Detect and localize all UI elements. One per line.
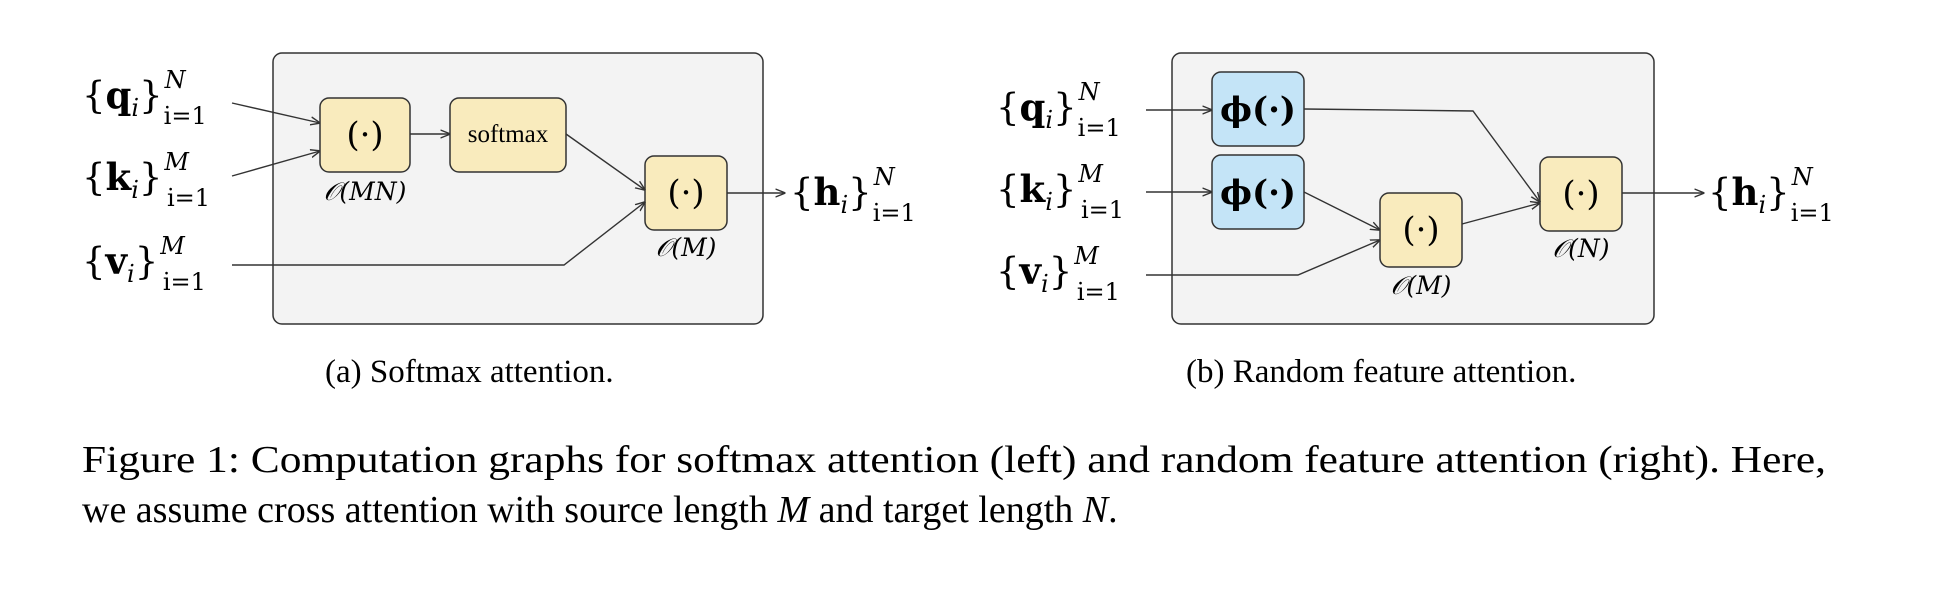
softmax-node-label: softmax: [468, 121, 549, 148]
edge-phiq-to-dotq: [1303, 108, 1540, 202]
complexity-m-label: 𝒪(M): [656, 233, 717, 262]
caption-a: (a) Softmax attention.: [325, 354, 614, 390]
figure-caption: Figure 1: Computation graphs for softmax…: [82, 439, 1826, 531]
dot-product-node-kv-label: (·): [1402, 210, 1439, 250]
complexity-mn-label: 𝒪(MN): [324, 177, 407, 206]
edge-v-to-dotkv: [1146, 240, 1380, 276]
complexity-n-label: 𝒪(N): [1552, 234, 1609, 263]
edge-phik-to-dotkv: [1303, 191, 1380, 230]
edge-k-to-dot: [231, 151, 320, 177]
edge-dotkv-to-dotq: [1461, 203, 1540, 225]
phi-node-q-label: ϕ(·): [1220, 90, 1296, 130]
complexity-m-label: 𝒪(M): [1391, 271, 1452, 300]
edge-v-to-dot2: [232, 202, 645, 266]
phi-node-k-label: ϕ(·): [1220, 173, 1296, 213]
edge-q-to-dot: [231, 102, 320, 123]
dot-product-node-1: [319, 97, 411, 173]
caption-b: (b) Random feature attention.: [1186, 354, 1576, 390]
edge-softmax-to-dot2: [565, 133, 645, 190]
figure-caption-line-1: Figure 1: Computation graphs for softmax…: [82, 439, 1826, 481]
figure-caption-line-2: we assume cross attention with source le…: [82, 489, 1118, 531]
dot-product-node-q-label: (·): [1562, 174, 1599, 214]
dot-product-node-1-label: (·): [346, 115, 383, 155]
dot-product-node-2-label: (·): [667, 173, 704, 213]
